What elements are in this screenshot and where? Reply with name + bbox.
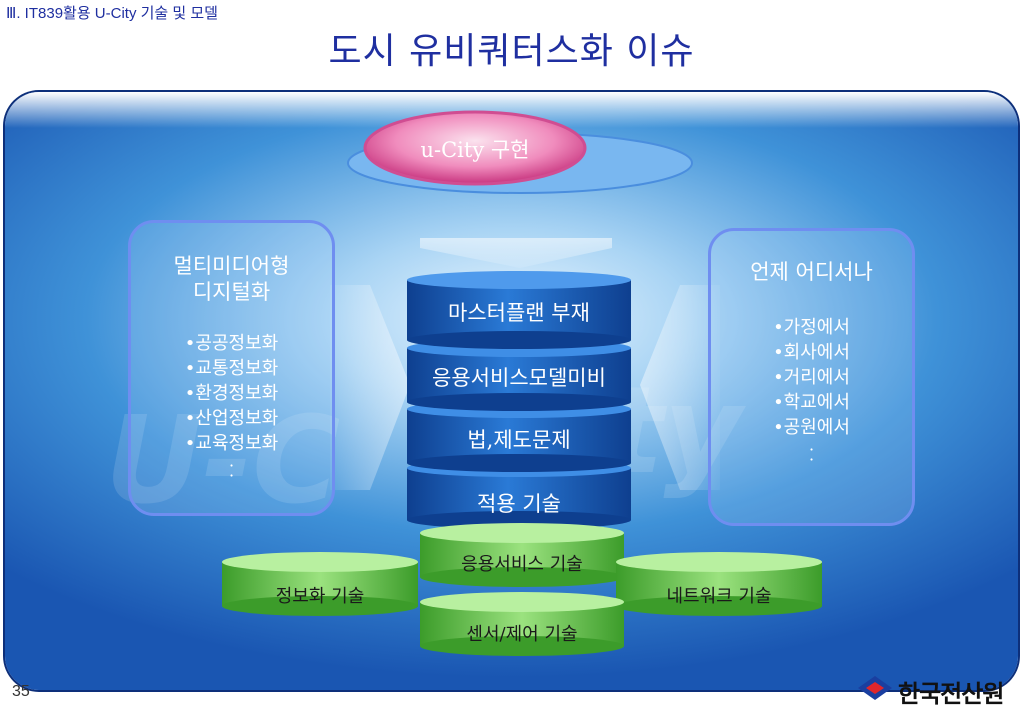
list-item: •공공정보화 (184, 333, 279, 354)
right-box-ellipsis: ·· (808, 440, 815, 469)
right-arrow (640, 285, 720, 490)
list-item: •가정에서 (773, 317, 850, 338)
section-heading: Ⅲ. IT839활용 U-City 기술 및 모델 (6, 5, 218, 22)
logo-text: 한국전산원 (898, 680, 1004, 708)
base-label-bottom: 센서/제어 기술 (466, 624, 578, 645)
base-label-top: 응용서비스 기술 (461, 554, 583, 575)
left-box-ellipsis: ·· (228, 456, 235, 485)
right-box: 언제 어디서나 •가정에서 •회사에서 •거리에서 •학교에서 •공원에서 ·· (708, 228, 915, 526)
top-ellipse (363, 110, 587, 186)
right-box-heading: 언제 어디서나 (750, 260, 873, 284)
base-label-left: 정보화 기술 (275, 586, 365, 607)
right-box-list: •가정에서 •회사에서 •거리에서 •학교에서 •공원에서 (711, 315, 912, 440)
top-ellipse-label: u-City 구현 (420, 138, 530, 162)
layer-label-1: 마스터플랜 부재 (448, 301, 590, 325)
green-cylinder-left (222, 552, 418, 616)
cylinder-layer-1 (407, 271, 631, 349)
left-box-list: •공공정보화 •교통정보화 •환경정보화 •산업정보화 •교육정보화 (131, 331, 332, 456)
logo-mark-icon (858, 676, 892, 700)
layer-label-3: 법,제도문제 (467, 428, 571, 452)
green-cylinder-bottom (420, 592, 624, 656)
left-box-heading-1: 멀티미디어형 (173, 254, 290, 278)
list-item: •산업정보화 (184, 408, 279, 429)
layer-label-4: 적용 기술 (477, 492, 561, 516)
slide-title: 도시 유비쿼터스화 이슈 (328, 31, 695, 72)
list-item: •환경정보화 (184, 383, 279, 404)
cylinder-layer-4 (407, 459, 631, 529)
base-label-right: 네트워크 기술 (666, 586, 772, 607)
list-item: •거리에서 (773, 367, 850, 388)
list-item: •회사에서 (773, 342, 850, 363)
left-box-heading-2: 디지털화 (192, 280, 271, 304)
list-item: •학교에서 (773, 392, 850, 413)
left-arrow (330, 285, 410, 490)
green-cylinder-right (616, 552, 822, 616)
list-item: •교육정보화 (184, 433, 279, 454)
page-number: 35 (12, 683, 30, 700)
left-box: 멀티미디어형 디지털화 •공공정보화 •교통정보화 •환경정보화 •산업정보화 … (128, 220, 335, 516)
list-item: •교통정보화 (184, 358, 279, 379)
green-cylinder-top (420, 523, 624, 587)
layer-label-2: 응용서비스모델미비 (432, 366, 606, 390)
list-item: •공원에서 (773, 417, 850, 438)
down-arrow (420, 238, 612, 268)
